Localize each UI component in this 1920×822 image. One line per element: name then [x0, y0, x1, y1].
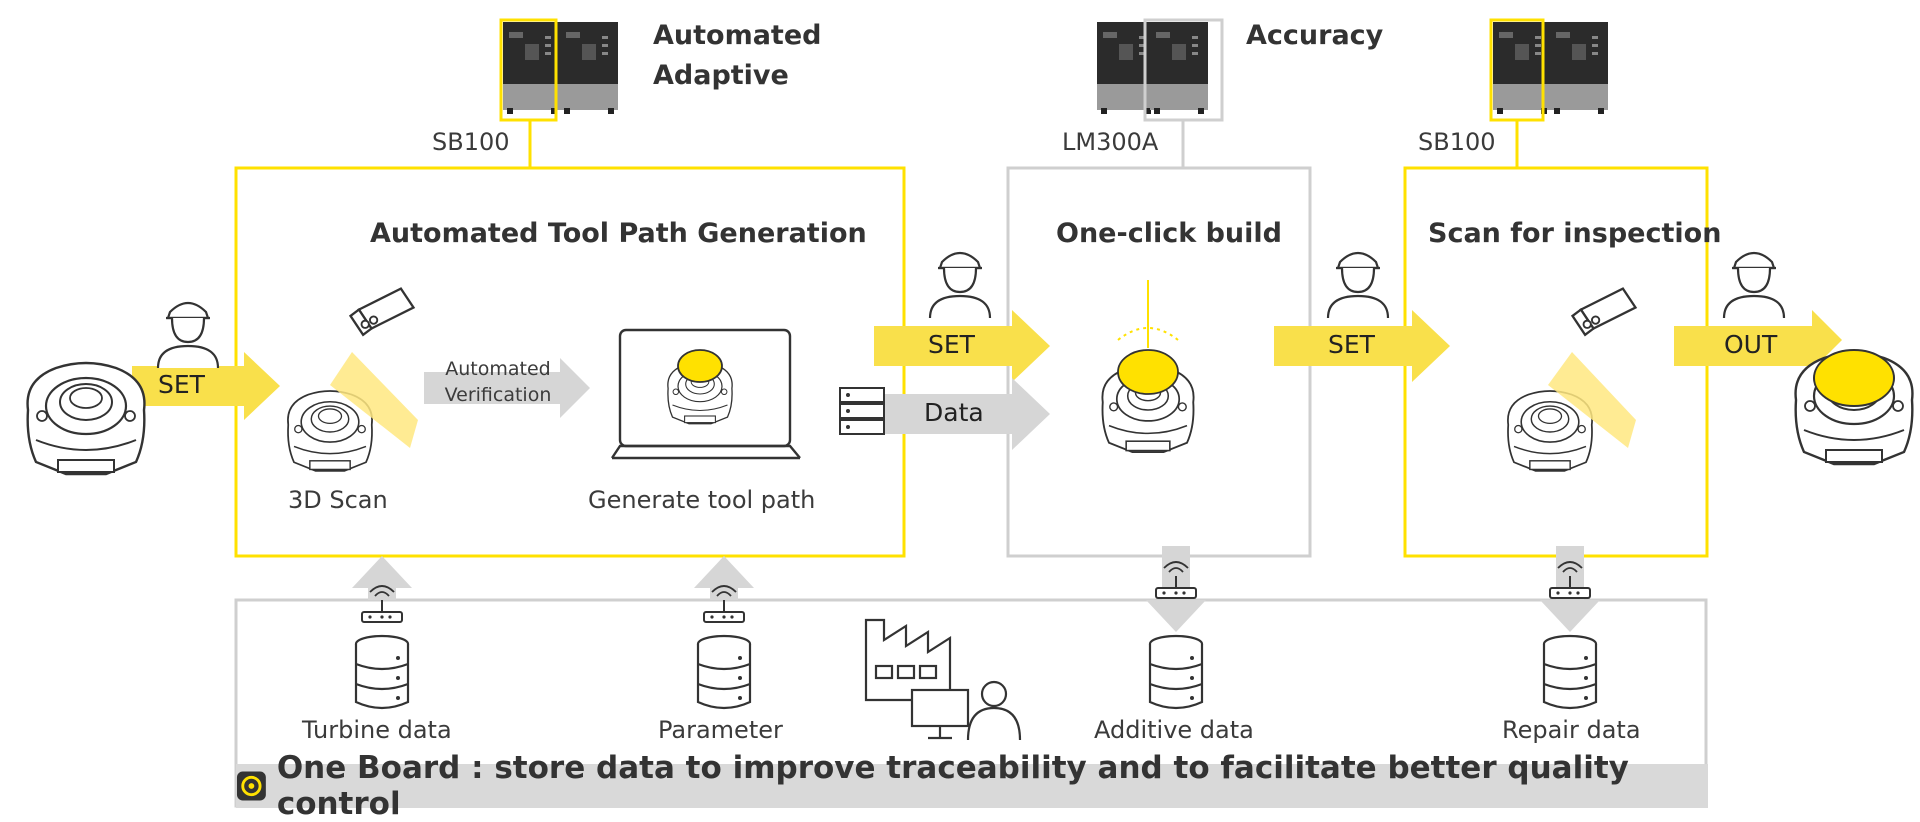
set-label-1: SET	[158, 370, 205, 399]
step-label-generate: Generate tool path	[588, 486, 816, 514]
tag-adaptive: Adaptive	[653, 60, 789, 91]
lm300a-machine	[1097, 18, 1224, 122]
board-label-additive: Additive data	[1094, 716, 1254, 744]
board-label-turbine: Turbine data	[302, 716, 452, 744]
verification-arrow	[424, 358, 590, 418]
set-label-2: SET	[928, 330, 975, 359]
one-board-footer-text: One Board : store data to improve tracea…	[276, 750, 1629, 822]
out-arrow	[1674, 310, 1842, 370]
board-label-parameter: Parameter	[658, 716, 783, 744]
out-label: OUT	[1724, 330, 1778, 359]
set-arrow-3	[1274, 310, 1450, 382]
verification-label: Automated Verification	[440, 356, 556, 408]
operator-icon-4	[1722, 251, 1786, 320]
machine-label-sb100-right: SB100	[1418, 128, 1496, 156]
stage-title-build: One-click build	[1056, 218, 1282, 249]
server-icon	[839, 387, 885, 435]
machine-label-lm300a: LM300A	[1062, 128, 1159, 156]
inspect-scanner-icon	[1571, 287, 1637, 336]
repair-db-icon	[1542, 634, 1598, 710]
input-part-icon	[26, 361, 146, 476]
sb100-left-machine	[499, 18, 618, 122]
set-label-3: SET	[1328, 330, 1375, 359]
data-label: Data	[924, 398, 984, 427]
verification-label-line1: Automated	[445, 358, 551, 380]
turbine-up-arrow	[352, 556, 412, 600]
verification-label-line2: Verification	[444, 384, 552, 406]
operator-icon-2	[928, 251, 992, 320]
factory-icon	[864, 618, 1022, 741]
one-board-footer: One Board : store data to improve tracea…	[236, 750, 1708, 822]
data-arrow	[884, 378, 1050, 450]
additive-db-icon	[1148, 634, 1204, 710]
parameter-up-arrow	[694, 556, 754, 600]
step-label-scan: 3D Scan	[288, 486, 388, 514]
turbine-db-icon	[354, 634, 410, 710]
tag-accuracy: Accuracy	[1246, 20, 1384, 51]
tag-automated: Automated	[653, 20, 822, 51]
board-label-repair: Repair data	[1502, 716, 1641, 744]
operator-icon-3	[1326, 251, 1390, 320]
one-board-logo-icon	[236, 771, 266, 801]
machine-label-sb100-left: SB100	[432, 128, 510, 156]
set-arrow-1	[132, 352, 280, 420]
set-arrow-2	[874, 310, 1050, 382]
operator-icon-1	[156, 301, 220, 370]
sb100-right-machine	[1489, 18, 1608, 122]
scanner-icon	[349, 287, 415, 336]
parameter-db-icon	[696, 634, 752, 710]
stage-title-inspect: Scan for inspection	[1428, 218, 1722, 249]
stage-title-toolpath: Automated Tool Path Generation	[370, 218, 867, 249]
